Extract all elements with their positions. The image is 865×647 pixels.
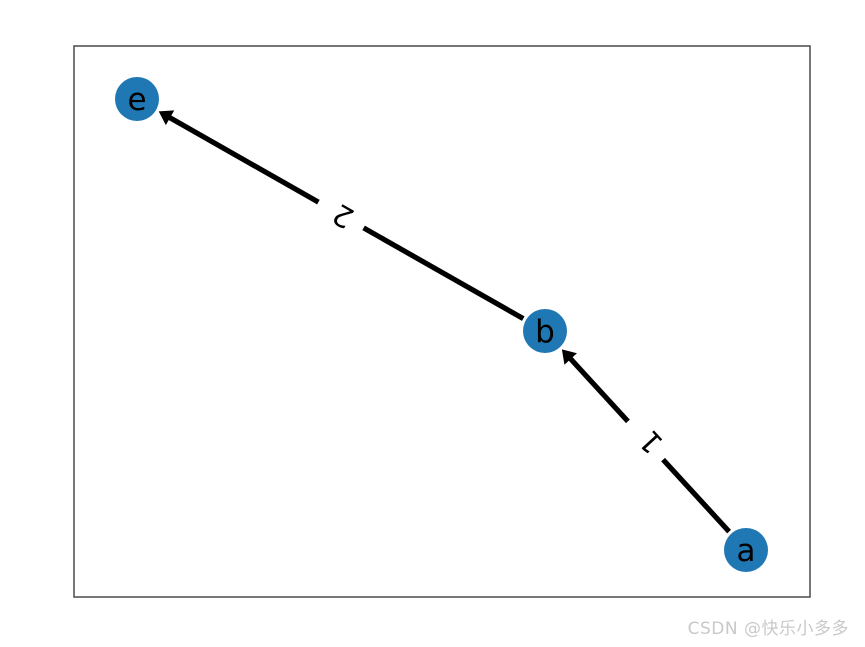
node-circle-e[interactable] <box>115 77 159 121</box>
node-label-e: e <box>127 82 146 118</box>
watermark-text: CSDN @快乐小多多 <box>687 619 849 639</box>
graph-edge-group <box>158 110 525 321</box>
edges-layer <box>158 110 732 534</box>
nodes-layer: e b a <box>115 77 768 572</box>
node-label-b: b <box>535 314 555 350</box>
node-circle-a[interactable] <box>724 528 768 572</box>
graph-edge-group <box>561 349 732 534</box>
edge-arrowhead-icon <box>561 349 577 365</box>
node-label-a: a <box>737 533 756 569</box>
edge-arrowhead-icon <box>158 110 175 126</box>
edge-weight-label-a-b: 1 <box>632 424 670 461</box>
graph-node-e[interactable]: e <box>115 77 159 121</box>
graph-node-b[interactable]: b <box>523 309 567 353</box>
graph-edge-segment <box>566 354 630 424</box>
node-circle-b[interactable] <box>523 309 567 353</box>
plot-border <box>73 45 811 598</box>
graph-edge-segment <box>165 113 320 205</box>
graph-edge-segment <box>661 457 732 534</box>
edge-weight-label-b-e: 2 <box>327 197 360 236</box>
graph-node-a[interactable]: a <box>724 528 768 572</box>
graph-edge-segment <box>362 225 525 321</box>
